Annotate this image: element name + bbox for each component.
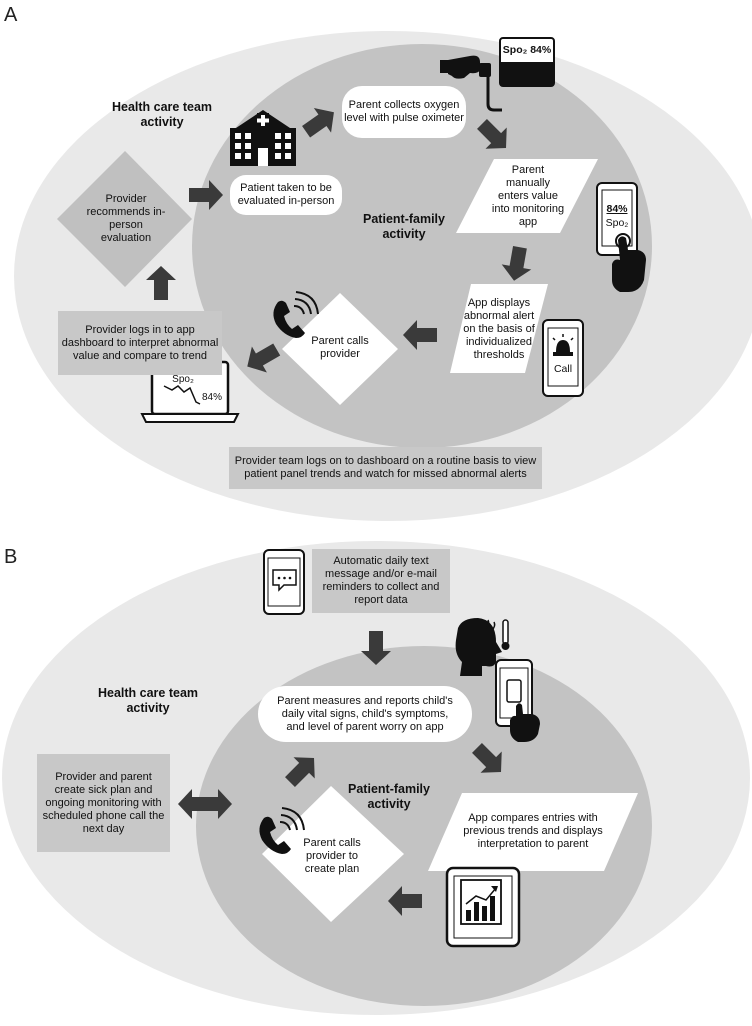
b-call-diamond — [262, 786, 404, 922]
a-routine-dashboard-step: Provider team logs on to dashboard on a … — [229, 447, 542, 489]
panel-b-letter: B — [4, 546, 18, 568]
b-arrow-compare-to-call — [388, 886, 422, 916]
a-phone-value: 84% — [606, 202, 628, 215]
head-thermometer-icon — [455, 618, 510, 676]
b-arrow-plan-double — [178, 789, 232, 819]
a-call-diamond — [282, 293, 398, 405]
b-patient-family-label: Patient-family activity — [348, 782, 430, 811]
pulse-oximeter-icon — [440, 37, 555, 112]
b-sick-plan-step: Provider and parent create sick plan and… — [37, 754, 170, 852]
a-enter-value-step: Parent manually enters value into monito… — [491, 164, 565, 228]
a-enter-shape — [456, 159, 598, 233]
b-app-compares-step: App compares entries with previous trend… — [463, 811, 603, 850]
b-parent-calls-step: Parent calls provider to create plan — [303, 836, 361, 875]
phone-handset-icon-a — [273, 291, 319, 338]
a-health-care-team-label: Health care team activity — [111, 100, 213, 129]
a-arrow-hospital-to-collect — [302, 107, 334, 138]
a-laptop-label: Spo₂ — [172, 373, 194, 385]
a-arrow-logs-to-recommend — [146, 266, 176, 300]
a-arrow-recommend-to-evaluated — [189, 180, 223, 210]
b-reminder-step: Automatic daily text message and/or e-ma… — [312, 549, 450, 613]
laptop-icon — [140, 360, 240, 423]
a-recommend-diamond — [57, 151, 192, 287]
a-collect-oxygen-step: Parent collects oxygen level with pulse … — [342, 86, 466, 138]
a-arrow-call-to-laptop — [247, 343, 281, 373]
message-phone-icon — [263, 549, 305, 615]
b-arrow-reminder-to-measure — [361, 631, 391, 665]
a-provider-logs-step: Provider logs in to app dashboard to int… — [58, 311, 222, 375]
b-arrow-measure-to-compare — [472, 743, 502, 773]
a-arrow-alert-to-call — [403, 320, 437, 350]
a-parent-calls-step: Parent calls provider — [311, 335, 369, 360]
a-patient-evaluated-step: Patient taken to be evaluated in-person — [230, 175, 342, 215]
a-provider-recommends-step: Provider recommends in-person evaluation — [86, 193, 166, 244]
panel-a-letter: A — [4, 4, 18, 26]
a-phone-unit: Spo₂ — [605, 216, 629, 229]
a-laptop-value: 84% — [201, 391, 222, 403]
a-alert-phone-call: Call — [553, 362, 573, 375]
phone-touch-icon — [596, 182, 646, 292]
a-arrow-enter-to-alert — [501, 246, 532, 281]
a-oximeter-readout: Spo₂ 84% — [502, 43, 552, 56]
tablet-chart-icon — [445, 866, 521, 948]
b-health-care-team-label: Health care team activity — [97, 686, 199, 715]
b-parent-measures-step: Parent measures and reports child's dail… — [258, 686, 472, 742]
a-patient-family-label: Patient-family activity — [363, 212, 445, 241]
b-arrow-call-to-measure — [285, 757, 315, 787]
phone-handset-icon-b — [259, 807, 305, 854]
alert-phone-icon — [542, 319, 584, 397]
b-compare-shape — [428, 793, 638, 871]
a-arrow-collect-to-enter — [477, 119, 507, 149]
a-alert-shape — [450, 284, 548, 373]
a-abnormal-alert-step: App displays abnormal alert on the basis… — [463, 296, 535, 361]
phone-touch-icon-b — [495, 659, 540, 742]
